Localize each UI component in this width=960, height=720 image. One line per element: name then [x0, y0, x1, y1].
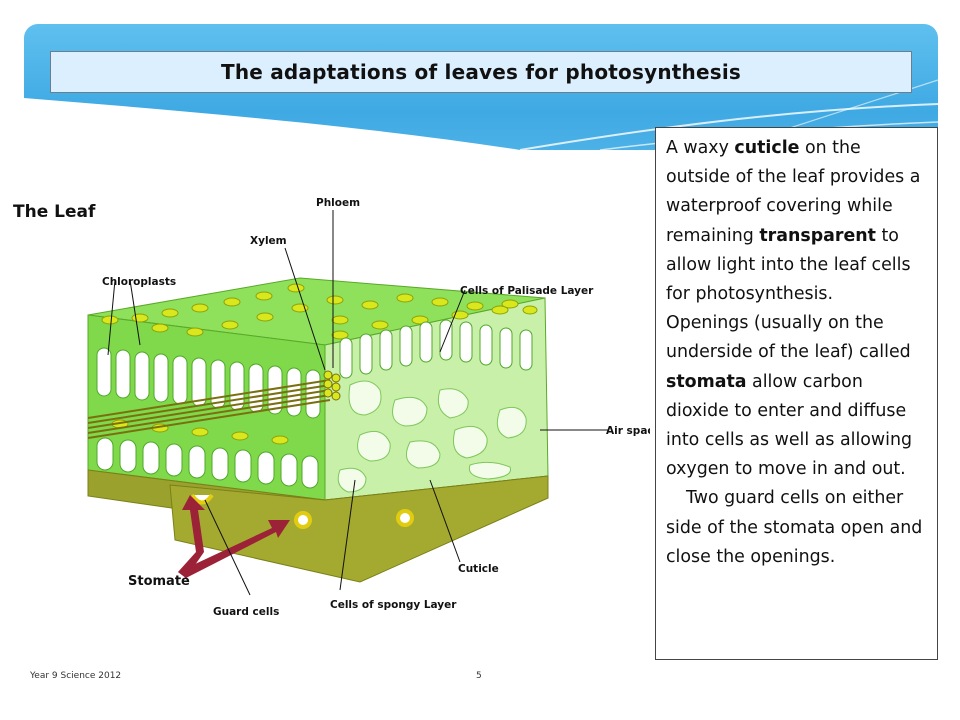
stomata: [294, 509, 414, 529]
info-paragraph-guard-cells: Two guard cells on either side of the st…: [666, 488, 923, 567]
label-stomate: Stomate: [128, 574, 190, 589]
slide-title: The adaptations of leaves for photosynth…: [220, 60, 741, 84]
leaf-cross-section-diagram: The Leaf: [13, 197, 650, 618]
footer-course: Year 9 Science 2012: [30, 671, 122, 681]
info-text: to allow light into the leaf cells for p…: [666, 225, 911, 305]
label-cuticle: Cuticle: [458, 563, 499, 575]
leader-lines: [107, 210, 608, 596]
title-box: The adaptations of leaves for photosynth…: [50, 51, 912, 93]
chloroplasts: [101, 283, 538, 445]
lower-front-cells: [96, 437, 319, 489]
palisade-cells: [96, 347, 321, 419]
info-paragraph-cuticle: A waxy cuticle on the outside of the lea…: [666, 134, 929, 309]
label-air-space: Air space: [606, 425, 650, 437]
leaf-underside: [169, 475, 549, 583]
info-text: allow carbon dioxide to enter and diffus…: [666, 371, 913, 480]
label-guard-cells: Guard cells: [213, 606, 279, 618]
label-chloroplasts: Chloroplasts: [102, 276, 176, 288]
info-paragraph-stomata: Openings (usually on the underside of th…: [666, 309, 929, 484]
label-phloem: Phloem: [316, 197, 360, 209]
info-keyword-cuticle: cuticle: [734, 138, 800, 158]
info-text: on the outside of the leaf provides a wa…: [666, 138, 921, 246]
page-number: 5: [476, 671, 482, 681]
vascular-bundle: [87, 379, 331, 439]
diagram-heading: The Leaf: [13, 202, 96, 222]
info-keyword-transparent: transparent: [759, 225, 876, 246]
spongy-cells: [337, 380, 527, 493]
info-keyword-stomata: stomata: [666, 371, 747, 392]
stomate-arrows: [178, 495, 290, 578]
palisade-side-cells: [339, 319, 533, 379]
label-palisade: Cells of Palisade Layer: [460, 285, 594, 297]
info-text: Openings (usually on the underside of th…: [666, 313, 911, 363]
info-text-box: A waxy cuticle on the outside of the lea…: [655, 127, 938, 660]
label-spongy: Cells of spongy Layer: [330, 599, 457, 611]
info-text: A waxy: [666, 138, 735, 158]
label-xylem: Xylem: [250, 235, 287, 247]
vascular-bundle-end: [323, 370, 341, 401]
stomate-front: [190, 493, 214, 505]
